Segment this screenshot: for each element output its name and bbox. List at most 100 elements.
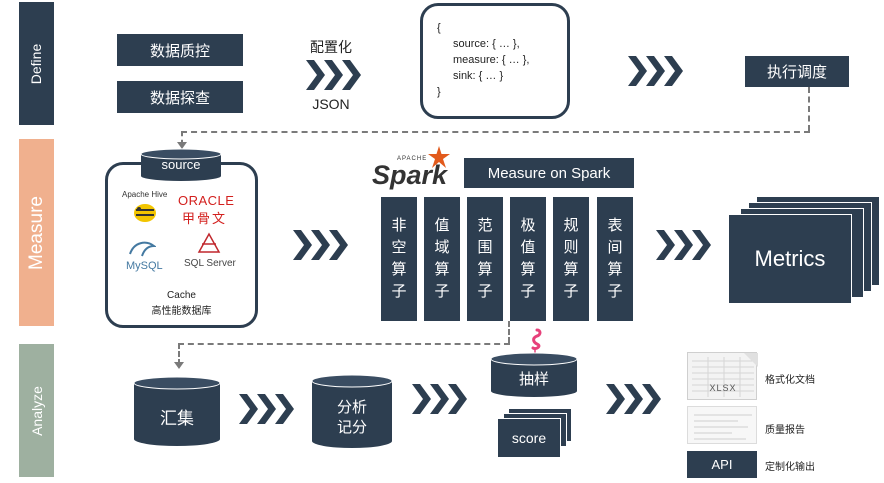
chevron-triple-icon — [628, 56, 686, 86]
arrow-head-icon — [177, 142, 187, 149]
chevron-triple-icon — [412, 384, 470, 414]
sidebar-measure-label: Measure — [25, 195, 47, 270]
analyze-score-cylinder: 分析 记分 — [311, 374, 393, 450]
sidebar-measure: Measure — [19, 139, 54, 326]
score-label: score — [511, 430, 547, 446]
score-box: score — [497, 418, 561, 458]
sidebar-analyze-label: Analyze — [28, 385, 45, 436]
sqlserver-label: SQL Server — [184, 258, 236, 269]
mysql-dolphin-icon — [128, 240, 158, 263]
operator-rule: 规则算子 — [553, 197, 589, 321]
data-explore-box: 数据探查 — [117, 81, 243, 113]
operator-char: 空 — [391, 239, 407, 256]
formatted-doc-label: 格式化文档 — [765, 375, 815, 386]
operator-char: 子 — [607, 283, 623, 300]
operator-range: 范围算子 — [467, 197, 503, 321]
spark-title-box: Measure on Spark — [464, 158, 634, 188]
operator-value-domain: 值域算子 — [424, 197, 460, 321]
operator-char: 值 — [434, 217, 450, 234]
config-label: 配置化 — [310, 39, 352, 55]
metrics-box: Metrics — [728, 214, 852, 304]
config-code-box: { source: { … }, measure: { … }, sink: {… — [420, 3, 570, 119]
operator-char: 表 — [607, 217, 623, 234]
quality-report-label: 质量报告 — [765, 425, 805, 436]
operator-extreme: 极值算子 — [510, 197, 546, 321]
code-line: sink: { … } — [453, 70, 504, 82]
operator-char: 非 — [391, 217, 407, 234]
sidebar-define-label: Define — [28, 43, 45, 84]
operator-char: 极 — [520, 217, 536, 234]
operator-not-null: 非空算子 — [381, 197, 417, 321]
quality-control-box: 数据质控 — [117, 34, 243, 66]
json-label: JSON — [312, 96, 350, 112]
operator-char: 子 — [391, 283, 407, 300]
operator-char: 值 — [520, 239, 536, 256]
schedule-box: 执行调度 — [745, 56, 849, 87]
operator-cross-table: 表间算子 — [597, 197, 633, 321]
operator-char: 算 — [477, 261, 493, 278]
report-document-icon — [687, 406, 757, 444]
api-box: API — [687, 451, 757, 478]
code-line: source: { … }, — [453, 38, 520, 50]
source-panel — [105, 162, 258, 328]
operator-char: 间 — [607, 239, 623, 256]
dashed-connector — [508, 321, 510, 343]
code-line: measure: { … }, — [453, 54, 530, 66]
chevron-triple-icon — [306, 60, 364, 90]
cache-label: Cache — [167, 290, 196, 301]
aggregate-cylinder: 汇集 — [133, 376, 221, 448]
source-cylinder: source — [140, 148, 222, 182]
cache-cn-label: 高性能数据库 — [151, 306, 212, 317]
mysql-label: MySQL — [126, 260, 163, 272]
aggregate-label: 汇集 — [160, 409, 194, 428]
analyze-score-line2: 记分 — [336, 419, 367, 436]
sidebar-analyze: Analyze — [19, 344, 54, 477]
dashed-connector — [808, 87, 810, 131]
operator-char: 规 — [563, 217, 579, 234]
source-label: source — [161, 157, 201, 172]
code-line: } — [437, 86, 441, 98]
sidebar-define: Define — [19, 2, 54, 125]
oracle-label: ORACLE — [178, 193, 235, 208]
chevron-triple-icon — [239, 394, 297, 424]
operator-char: 算 — [563, 261, 579, 278]
spark-prefix: APACHE — [397, 156, 428, 162]
chevron-triple-icon — [606, 384, 664, 414]
code-line: { — [437, 22, 441, 34]
operator-char: 算 — [434, 261, 450, 278]
data-explore-label: 数据探查 — [149, 89, 210, 107]
custom-output-label: 定制化输出 — [765, 462, 815, 473]
xlsx-document-icon: XLSX — [687, 352, 758, 400]
analyze-score-line1: 分析 — [336, 399, 367, 416]
spark-title: Measure on Spark — [487, 164, 611, 182]
operator-char: 算 — [391, 261, 407, 278]
xlsx-label: XLSX — [709, 383, 737, 393]
spark-star-icon — [428, 146, 450, 173]
operator-char: 则 — [563, 239, 579, 256]
chevron-triple-icon — [293, 230, 351, 260]
operator-char: 子 — [434, 283, 450, 300]
dashed-connector — [178, 343, 180, 365]
sample-cylinder: 抽样 — [490, 352, 578, 398]
operator-char: 域 — [434, 239, 450, 256]
operator-char: 算 — [520, 261, 536, 278]
operator-char: 子 — [477, 283, 493, 300]
oracle-cn-label: 甲骨文 — [182, 211, 228, 226]
api-label: API — [711, 457, 733, 472]
operator-char: 子 — [520, 283, 536, 300]
dashed-connector — [181, 131, 183, 145]
hive-label: Apache Hive — [122, 190, 168, 199]
quality-control-label: 数据质控 — [149, 42, 210, 60]
schedule-label: 执行调度 — [766, 64, 827, 81]
sqlserver-icon — [196, 232, 222, 259]
metrics-label: Metrics — [754, 246, 826, 271]
operator-char: 围 — [477, 239, 493, 256]
dashed-connector — [178, 343, 510, 345]
operator-char: 算 — [607, 261, 623, 278]
dashed-connector — [181, 131, 810, 133]
hive-bee-icon — [130, 200, 160, 229]
operator-char: 子 — [563, 283, 579, 300]
arrow-head-icon — [174, 362, 184, 369]
chevron-triple-icon — [656, 230, 714, 260]
operator-char: 范 — [477, 217, 493, 234]
